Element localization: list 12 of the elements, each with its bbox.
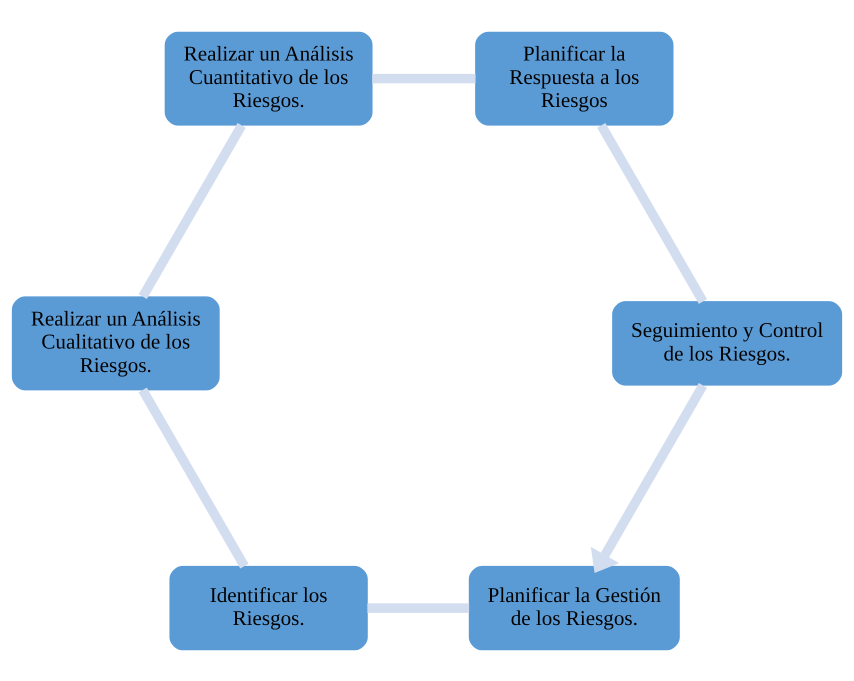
connector <box>138 122 246 299</box>
connector <box>372 73 476 83</box>
node-box: Planificar la Respuesta a los Riesgos <box>475 31 674 126</box>
node-box: Realizar un Análisis Cuantitativo de los Riesgos. <box>164 31 373 126</box>
arrow <box>590 382 708 572</box>
node-box: Seguimiento y Control de los Riesgos. <box>612 300 842 386</box>
node-box: Identificar los Riesgos. <box>169 565 368 650</box>
node-box: Planificar la Gestión de los Riesgos. <box>468 565 680 650</box>
node-box: Realizar un Análisis Cualitativo de los Riesgos. <box>12 296 220 390</box>
connector <box>138 387 249 568</box>
connector <box>367 602 470 612</box>
connector <box>597 122 708 304</box>
